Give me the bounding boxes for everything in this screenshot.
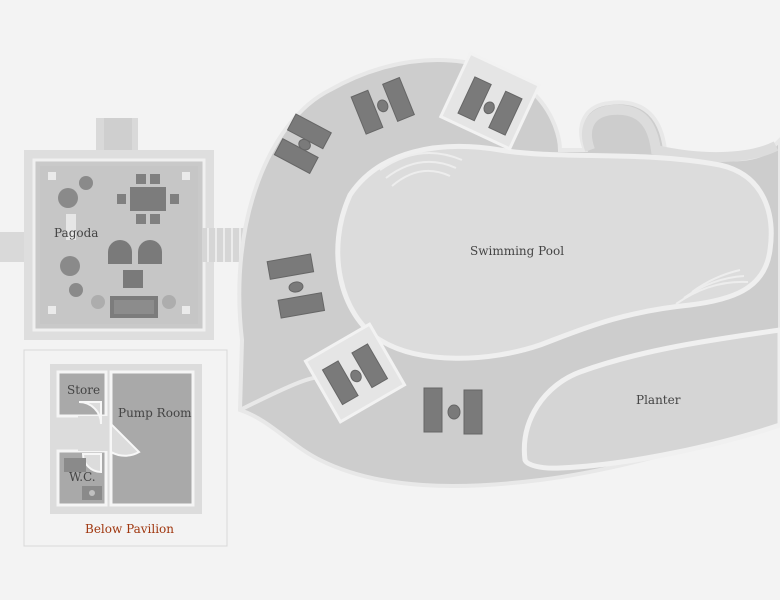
- label-swimming-pool: Swimming Pool: [470, 244, 564, 258]
- sun-lounger-pair: [303, 322, 407, 424]
- post: [182, 306, 190, 314]
- sun-lounger-pair: [423, 387, 483, 435]
- door-swing-icon: [78, 401, 141, 474]
- label-store: Store: [67, 383, 100, 397]
- plant-icon: [58, 176, 93, 208]
- water-channel: [581, 104, 779, 163]
- sun-lounger-pair: [350, 76, 415, 135]
- sun-lounger-pair: [438, 51, 542, 151]
- sun-lounger-pair: [273, 113, 332, 175]
- plant-icon: [60, 256, 83, 297]
- label-pagoda: Pagoda: [54, 226, 98, 240]
- pool-steps: [379, 151, 749, 305]
- bridge-steps: [202, 228, 246, 262]
- armchairs: [108, 240, 162, 288]
- sun-lounger-pair: [266, 253, 326, 319]
- post: [48, 172, 56, 180]
- wc-basin-icon: [64, 458, 86, 472]
- post: [182, 172, 190, 180]
- label-below-pavilion: Below Pavilion: [85, 522, 174, 536]
- label-planter: Planter: [636, 393, 681, 407]
- post: [48, 306, 56, 314]
- label-wc: W.C.: [69, 470, 96, 484]
- sofa: [91, 295, 176, 318]
- swimming-pool: [335, 143, 774, 361]
- label-pump-room: Pump Room: [118, 406, 192, 420]
- dining-table: [117, 174, 179, 224]
